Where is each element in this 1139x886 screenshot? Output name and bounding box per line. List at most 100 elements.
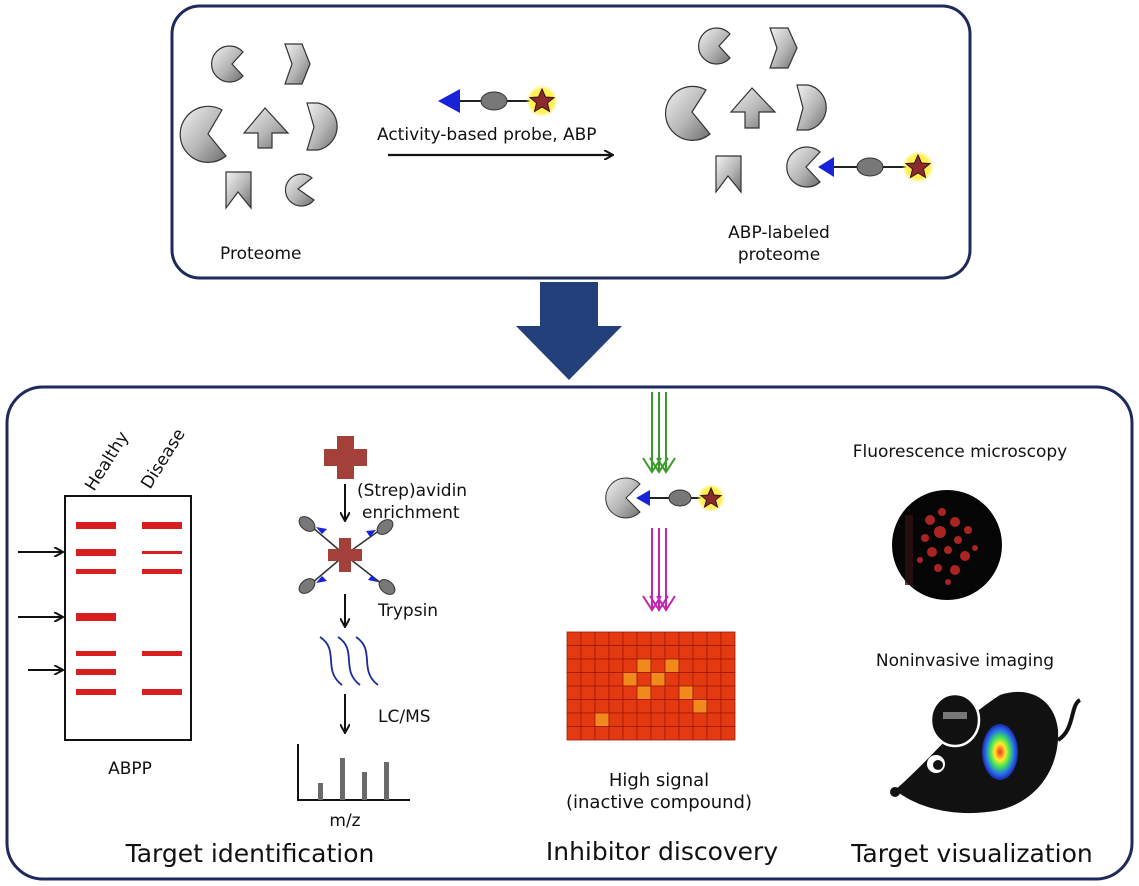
plate-well	[692, 672, 708, 687]
plate-well	[580, 726, 596, 741]
plate-well	[580, 672, 596, 687]
star-tag-icon	[528, 87, 556, 113]
plate-well	[706, 645, 722, 660]
plate-well	[580, 658, 596, 673]
plate-well	[720, 726, 736, 741]
probe-labeled-target	[605, 477, 725, 519]
microscopy-label: Fluorescence microscopy	[853, 442, 1068, 462]
plate-well	[720, 699, 736, 714]
mouse-imaging-icon	[890, 691, 1082, 814]
plate-well	[664, 712, 680, 727]
plate-result-line2: (inactive compound)	[566, 792, 752, 813]
spectrum-peak	[384, 762, 389, 800]
bound-probe	[818, 151, 934, 183]
proteome-panel	[170, 4, 972, 280]
plate-well	[622, 699, 638, 714]
gel-band	[76, 569, 116, 574]
protein-shape	[284, 43, 311, 85]
gel-caption: ABPP	[108, 759, 152, 779]
section-title-inhibitor-discovery: Inhibitor discovery	[546, 837, 778, 866]
plate-well	[650, 658, 666, 673]
protein-shape	[225, 171, 252, 210]
plate-well	[636, 726, 652, 741]
mass-spectrum	[297, 744, 410, 801]
plate-well	[664, 699, 680, 714]
plate-well	[594, 645, 610, 660]
plate-well	[650, 631, 666, 646]
gel-band	[76, 669, 116, 675]
plate-well	[664, 645, 680, 660]
plate-well	[636, 685, 652, 700]
linker-icon	[856, 157, 884, 177]
gel-band	[76, 613, 116, 621]
proteome-label: Proteome	[220, 244, 302, 264]
screening-plate-heatmap	[566, 631, 736, 741]
gel-band	[76, 689, 116, 695]
plate-well	[706, 631, 722, 646]
plate-well	[706, 726, 722, 741]
enriched-complex	[298, 516, 396, 595]
plate-well	[636, 645, 652, 660]
plate-well	[594, 658, 610, 673]
plate-well	[692, 726, 708, 741]
protein-shape	[179, 105, 227, 163]
plate-well	[678, 685, 694, 700]
plate-well	[566, 658, 582, 673]
gel-band	[142, 569, 182, 574]
plate-well	[650, 726, 666, 741]
plate-well	[706, 672, 722, 687]
plate-well	[664, 726, 680, 741]
warhead-icon	[636, 490, 650, 506]
gel-band	[142, 651, 182, 656]
plate-well	[650, 672, 666, 687]
plate-well	[622, 726, 638, 741]
plate-well	[692, 699, 708, 714]
plate-well	[566, 726, 582, 741]
star-tag-icon	[904, 153, 932, 179]
linker-icon	[668, 489, 692, 507]
plate-well	[566, 631, 582, 646]
plate-well	[706, 712, 722, 727]
plate-well	[594, 631, 610, 646]
plate-well	[678, 645, 694, 660]
section-title-target-identification: Target identification	[125, 839, 375, 868]
plate-well	[664, 658, 680, 673]
plate-result-line1: High signal	[609, 770, 709, 791]
proteome-proteins	[179, 43, 338, 210]
big-down-arrow-icon	[516, 282, 622, 380]
plate-well	[706, 658, 722, 673]
protein-shape	[715, 155, 742, 194]
plate-well	[678, 631, 694, 646]
gel-band	[76, 549, 116, 556]
plate-well	[692, 631, 708, 646]
spectrum-peak	[362, 772, 367, 800]
plate-well	[566, 699, 582, 714]
plate-well	[594, 672, 610, 687]
plate-well	[720, 645, 736, 660]
plate-well	[720, 685, 736, 700]
spectrum-axis-label: m/z	[329, 811, 360, 831]
plate-well	[720, 631, 736, 646]
plate-well	[678, 658, 694, 673]
protein-shape	[664, 85, 711, 141]
plate-well	[566, 712, 582, 727]
protein-shape	[796, 84, 827, 131]
plate-well	[580, 685, 596, 700]
avidin-cross-icon	[328, 538, 362, 572]
plate-well	[720, 712, 736, 727]
labeled-proteome-proteins	[664, 27, 827, 194]
plate-well	[622, 645, 638, 660]
plate-well	[664, 672, 680, 687]
peptide-icon	[319, 636, 343, 686]
peptide-fragments	[319, 636, 379, 686]
plate-well	[706, 685, 722, 700]
plate-well	[622, 672, 638, 687]
plate-well	[678, 699, 694, 714]
plate-well	[636, 631, 652, 646]
inhibitor-arrows-magenta	[642, 528, 676, 612]
plate-well	[580, 631, 596, 646]
labeled-proteome-label-line2: proteome	[738, 245, 820, 265]
plate-well	[678, 726, 694, 741]
probe-label: Activity-based probe, ABP	[377, 125, 597, 145]
plate-well	[636, 658, 652, 673]
